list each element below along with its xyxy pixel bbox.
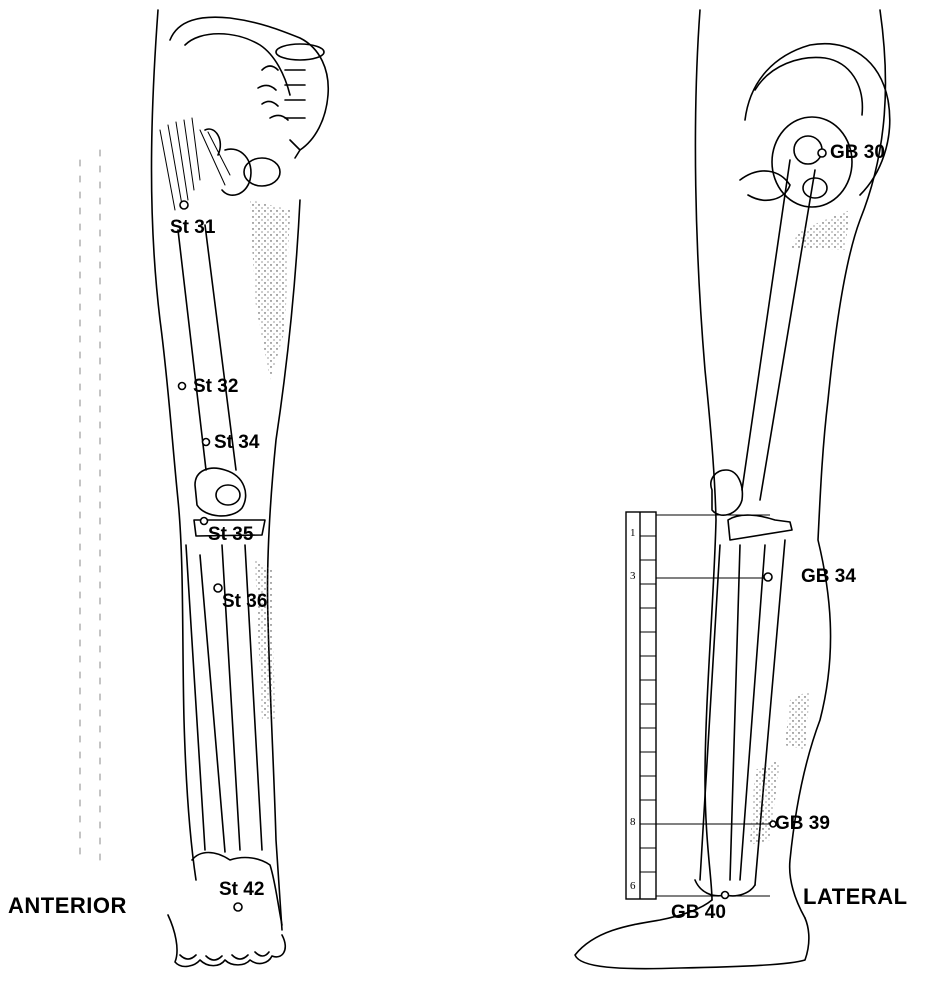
label-st36: St 36: [222, 592, 267, 611]
lateral-stipple-calf: [785, 690, 810, 750]
label-st35: St 35: [208, 525, 253, 544]
ruler-tick-3: 3: [630, 570, 636, 582]
point-marker-st42: [234, 903, 242, 911]
anterior-view-title: ANTERIOR: [8, 893, 127, 919]
point-marker-st35: [201, 518, 208, 525]
anterior-stipple-thigh: [250, 200, 290, 380]
label-gb34: GB 34: [801, 567, 856, 586]
label-st31: St 31: [170, 218, 215, 237]
lateral-stipple-hip: [790, 210, 850, 250]
ruler-tick-8: 8: [630, 816, 636, 828]
point-marker-gb40: [722, 892, 729, 899]
lateral-view-title: LATERAL: [803, 884, 908, 910]
point-marker-st36: [214, 584, 222, 592]
point-marker-st34: [203, 439, 210, 446]
anterior-leg-figure: [80, 10, 328, 966]
point-marker-st31: [180, 201, 188, 209]
label-st34: St 34: [214, 433, 259, 452]
point-marker-gb30: [818, 149, 826, 157]
label-gb30: GB 30: [830, 143, 885, 162]
ruler-tick-1: 1: [630, 527, 636, 539]
label-st32: St 32: [193, 377, 238, 396]
anterior-stipple-shin: [255, 560, 275, 720]
point-marker-st32: [179, 383, 186, 390]
point-marker-gb34: [764, 573, 772, 581]
label-gb40: GB 40: [671, 903, 726, 922]
label-st42: St 42: [219, 880, 264, 899]
ruler-tick-6: 6: [630, 880, 636, 892]
label-gb39: GB 39: [775, 814, 830, 833]
anterior-faint-ruler: [80, 150, 100, 860]
